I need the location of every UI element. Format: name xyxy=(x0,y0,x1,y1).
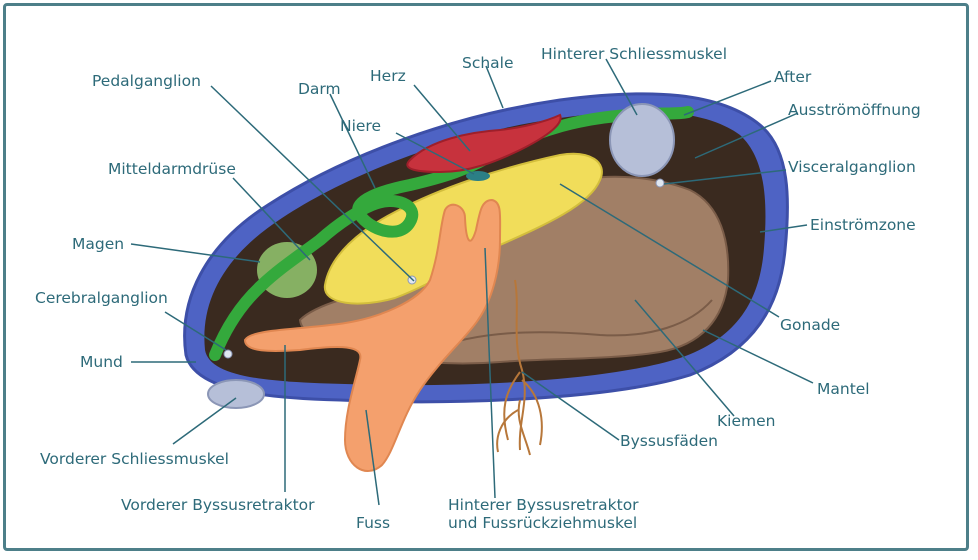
label-schale: Schale xyxy=(462,54,514,72)
label-hinterer-byssusretraktor-line2: und Fussrückziehmuskel xyxy=(448,514,637,532)
label-herz: Herz xyxy=(370,67,406,85)
label-ausstroemoeffnung: Ausströmöffnung xyxy=(788,101,921,119)
label-niere: Niere xyxy=(340,117,381,135)
label-darm: Darm xyxy=(298,80,341,98)
label-vorderer-schliessmuskel: Vorderer Schliessmuskel xyxy=(40,450,229,468)
label-einstroemzone: Einströmzone xyxy=(810,216,916,234)
label-mund: Mund xyxy=(80,353,123,371)
cerebral-ganglion xyxy=(224,350,232,358)
visceral-ganglion xyxy=(656,179,664,187)
label-magen: Magen xyxy=(72,235,124,253)
anterior-adductor-muscle xyxy=(208,380,264,408)
label-vorderer-byssusretraktor: Vorderer Byssusretraktor xyxy=(121,496,315,514)
label-hinterer-byssusretraktor-line1: Hinterer Byssusretraktor xyxy=(448,496,639,514)
label-kiemen: Kiemen xyxy=(717,412,775,430)
label-cerebralganglion: Cerebralganglion xyxy=(35,289,168,307)
label-mitteldarmdruese: Mitteldarmdrüse xyxy=(108,160,236,178)
label-visceralganglion: Visceralganglion xyxy=(788,158,916,176)
label-after: After xyxy=(774,68,812,86)
label-hinterer-schliessmuskel: Hinterer Schliessmuskel xyxy=(541,45,727,63)
label-fuss: Fuss xyxy=(356,514,390,532)
label-pedalganglion: Pedalganglion xyxy=(92,72,201,90)
posterior-adductor-muscle xyxy=(610,104,674,176)
label-gonade: Gonade xyxy=(780,316,840,334)
label-mantel: Mantel xyxy=(817,380,870,398)
label-byssusfaeden: Byssusfäden xyxy=(620,432,718,450)
